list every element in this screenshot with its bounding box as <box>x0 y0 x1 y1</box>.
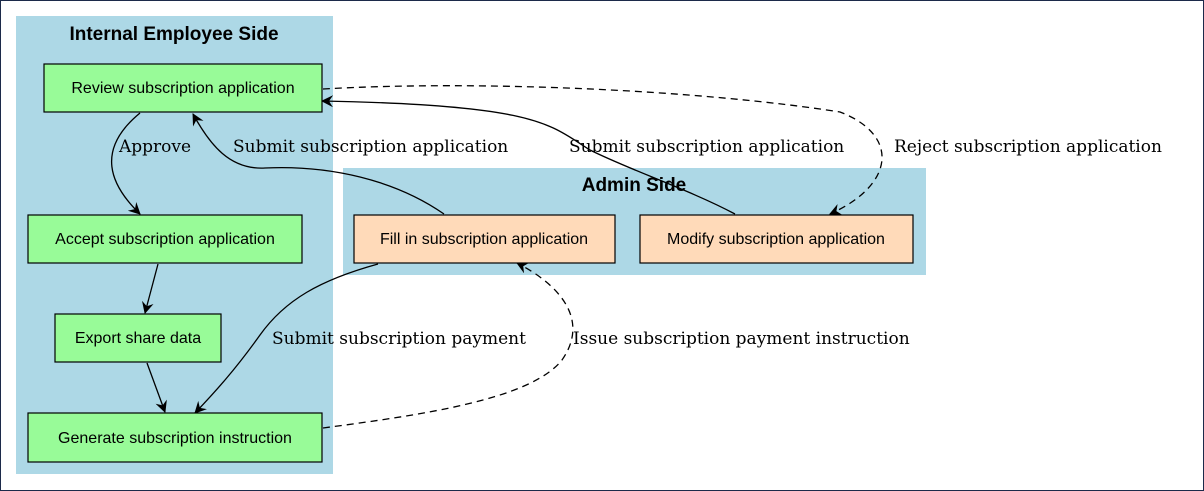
node-export-share-data[interactable]: Export share data <box>54 313 222 363</box>
node-accept-subscription-application[interactable]: Accept subscription application <box>27 214 303 264</box>
edge-label-submit-application-1: Submit subscription application <box>233 137 508 157</box>
node-review-subscription-application[interactable]: Review subscription application <box>43 63 323 113</box>
edge-submit-payment <box>194 263 379 414</box>
edge-label-issue-payment: Issue subscription payment instruction <box>573 329 910 349</box>
node-label: Fill in subscription application <box>380 231 588 248</box>
edge-accept-to-export <box>142 263 159 314</box>
edge-label-approve: Approve <box>118 137 191 157</box>
edge-approve <box>111 112 141 215</box>
node-label: Modify subscription application <box>667 231 885 248</box>
node-fill-in-subscription-application[interactable]: Fill in subscription application <box>353 214 616 264</box>
cluster-internal-employee-title: Internal Employee Side <box>69 24 278 45</box>
edge-label-submit-application-2: Submit subscription application <box>569 137 844 157</box>
edge-reject <box>322 85 883 215</box>
node-label: Accept subscription application <box>55 231 275 248</box>
node-label: Export share data <box>75 330 201 347</box>
edge-label-submit-payment: Submit subscription payment <box>272 329 526 349</box>
cluster-admin-title: Admin Side <box>582 175 687 196</box>
node-label: Review subscription application <box>71 80 294 97</box>
node-modify-subscription-application[interactable]: Modify subscription application <box>639 214 914 264</box>
edge-fill-to-review <box>192 113 445 215</box>
edge-label-reject-application: Reject subscription application <box>894 137 1162 157</box>
edge-export-to-generate <box>146 362 167 413</box>
node-generate-subscription-instruction[interactable]: Generate subscription instruction <box>27 412 323 463</box>
node-label: Generate subscription instruction <box>58 430 292 447</box>
edge-issue-payment <box>322 262 574 429</box>
edge-modify-to-review <box>321 95 736 215</box>
